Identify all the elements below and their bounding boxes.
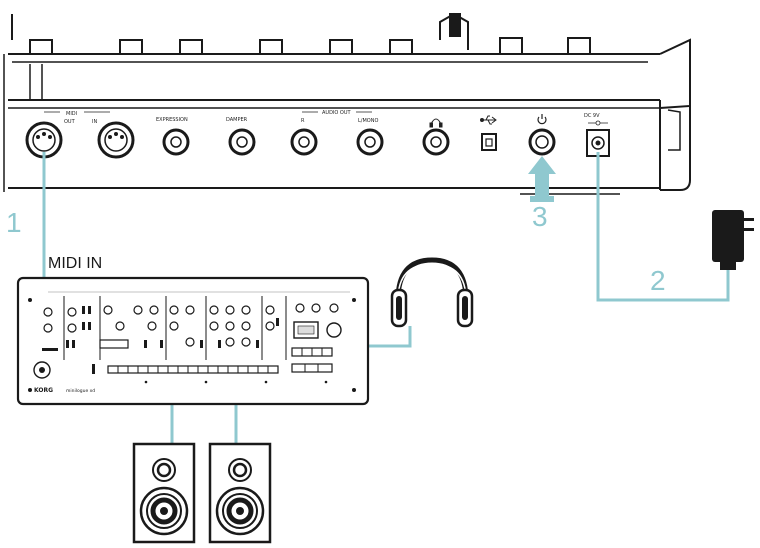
midi-in-label: IN	[92, 119, 97, 125]
audio-out-label: AUDIO OUT	[322, 110, 352, 116]
midi-in-callout: MIDI IN	[48, 255, 102, 272]
rear-panel-jacks	[25, 121, 610, 159]
dc-label: DC 9V	[584, 113, 600, 119]
midi-out-jack	[25, 121, 63, 159]
usb-icon	[480, 115, 497, 125]
ac-adapter-icon	[712, 210, 754, 270]
midi-out-label: OUT	[64, 119, 76, 125]
damper-jack	[228, 128, 256, 156]
midi-in-jack	[97, 121, 135, 159]
expression-jack	[162, 128, 190, 156]
power-cable	[596, 152, 730, 302]
synth-brand: KORG	[34, 387, 53, 394]
synth-module: KORG minilogue xd	[16, 276, 370, 406]
audio-l-mono-label: L/MONO	[358, 118, 378, 124]
step-2-number: 2	[650, 265, 666, 296]
step-3-number: 3	[532, 201, 548, 232]
expression-label: EXPRESSION	[156, 117, 188, 123]
power-button	[528, 128, 556, 156]
audio-r-jack	[290, 128, 318, 156]
dc-jack	[586, 129, 610, 157]
power-icon	[537, 114, 547, 125]
midi-label: MIDI	[66, 111, 77, 117]
damper-label: DAMPER	[226, 117, 248, 123]
headphones-icon	[390, 257, 474, 328]
speaker-left-icon	[132, 442, 196, 544]
rear-panel-labels: MIDI OUT IN EXPRESSION DAMPER AUDIO OUT …	[44, 110, 600, 125]
headphone-jack	[422, 128, 450, 156]
audio-l-jack	[356, 128, 384, 156]
push-arrow-icon	[528, 156, 556, 202]
step-1-number: 1	[6, 207, 22, 238]
usb-port	[481, 133, 497, 151]
cables	[42, 152, 730, 444]
speaker-right-icon	[208, 442, 272, 544]
headphones-icon	[429, 118, 443, 128]
audio-r-label: R	[301, 118, 305, 124]
headphone-cable	[368, 326, 412, 348]
dc-polarity-icon	[588, 120, 608, 126]
keyboard-rear-panel	[3, 12, 691, 195]
synth-model: minilogue xd	[66, 388, 95, 394]
